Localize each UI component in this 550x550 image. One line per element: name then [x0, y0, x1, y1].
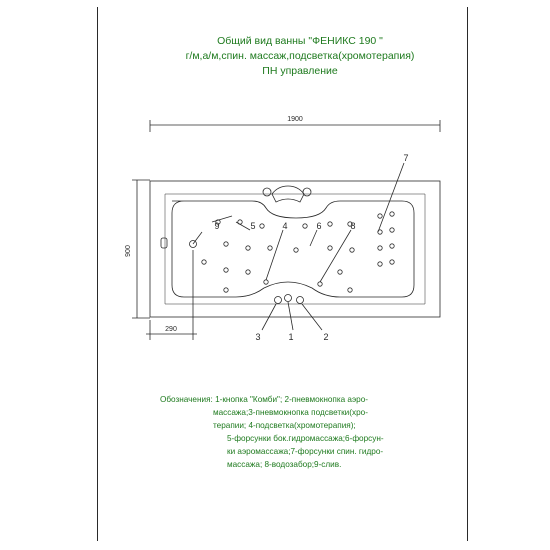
width-dimension-label: 900	[125, 245, 132, 257]
jet-icon	[389, 227, 395, 233]
jet-icon	[389, 211, 395, 217]
headrest-icon	[271, 185, 305, 203]
jet-icon	[245, 269, 251, 275]
callout-5: 5	[250, 221, 255, 231]
faucet-left-icon	[262, 187, 272, 197]
jet-icon	[347, 221, 353, 227]
jet-icon	[215, 219, 221, 225]
drawing-frame	[97, 7, 468, 541]
jet-icon	[377, 261, 383, 267]
callout-2: 2	[323, 332, 328, 342]
pneumo-button-light-icon	[274, 296, 282, 304]
bathtub-inner-bowl	[171, 200, 415, 298]
callout-7: 7	[403, 153, 408, 163]
jet-icon	[245, 245, 251, 251]
callout-9: 9	[214, 221, 219, 231]
jet-icon	[317, 281, 323, 287]
jets-group	[201, 211, 395, 293]
jet-icon	[377, 245, 383, 251]
jet-icon	[201, 259, 207, 265]
jet-icon	[293, 247, 299, 253]
leader-2	[301, 303, 323, 331]
legend-line: терапии; 4-подсветка(хромотерапия);	[213, 421, 356, 430]
leader-1	[287, 301, 294, 331]
drawing-subtitle: г/м,а/м,спин. массаж,подсветка(хромотера…	[185, 50, 415, 62]
jet-icon	[327, 221, 333, 227]
bathtub-outer-rim	[149, 180, 441, 318]
jet-icon	[259, 223, 265, 229]
legend-line: Обозначения: 1-кнопка "Комби"; 2-пневмок…	[160, 395, 368, 404]
offset-dimension-label: 290	[165, 326, 177, 333]
leader-7	[377, 162, 405, 233]
length-dimension-label: 1900	[287, 116, 303, 123]
leader-3	[261, 303, 277, 331]
callout-8: 8	[350, 221, 355, 231]
jet-icon	[263, 279, 269, 285]
jet-icon	[347, 287, 353, 293]
pneumo-button-air-icon	[296, 296, 304, 304]
control-type-label: ПН управление	[262, 65, 338, 77]
leader-9-end	[192, 231, 203, 245]
legend-line: массажа; 8-водозабор;9-слив.	[227, 460, 342, 469]
jet-icon	[389, 243, 395, 249]
jet-icon	[223, 287, 229, 293]
drawing-title: Общий вид ванны "ФЕНИКС 190 "	[217, 35, 383, 47]
combi-button-icon	[284, 294, 292, 302]
jet-icon	[389, 259, 395, 265]
callout-6: 6	[316, 221, 321, 231]
jet-icon	[349, 247, 355, 253]
callout-4: 4	[282, 221, 287, 231]
legend-line: массажа;3-пневмокнопка подсветки(хро-	[213, 408, 368, 417]
legend-line: ки аэромассажа;7-форсунки спин. гидро-	[227, 447, 384, 456]
jet-icon	[302, 223, 308, 229]
leader-6	[309, 229, 318, 247]
jet-icon	[223, 267, 229, 273]
jet-icon	[377, 213, 383, 219]
drain-icon	[189, 240, 197, 248]
jet-icon	[337, 269, 343, 275]
jet-icon	[377, 229, 383, 235]
legend-line: 5-форсунки бок.гидромассажа;6-форсун-	[227, 434, 384, 443]
leader-8	[319, 229, 352, 283]
jet-icon	[327, 245, 333, 251]
leader-9	[211, 215, 233, 223]
jet-icon	[237, 219, 243, 225]
bathtub-inner-rim	[164, 193, 426, 305]
jet-icon	[223, 241, 229, 247]
leader-4	[265, 229, 284, 281]
overflow-icon	[160, 237, 168, 249]
jet-icon	[267, 245, 273, 251]
faucet-right-icon	[302, 187, 312, 197]
callout-1: 1	[288, 332, 293, 342]
callout-3: 3	[255, 332, 260, 342]
